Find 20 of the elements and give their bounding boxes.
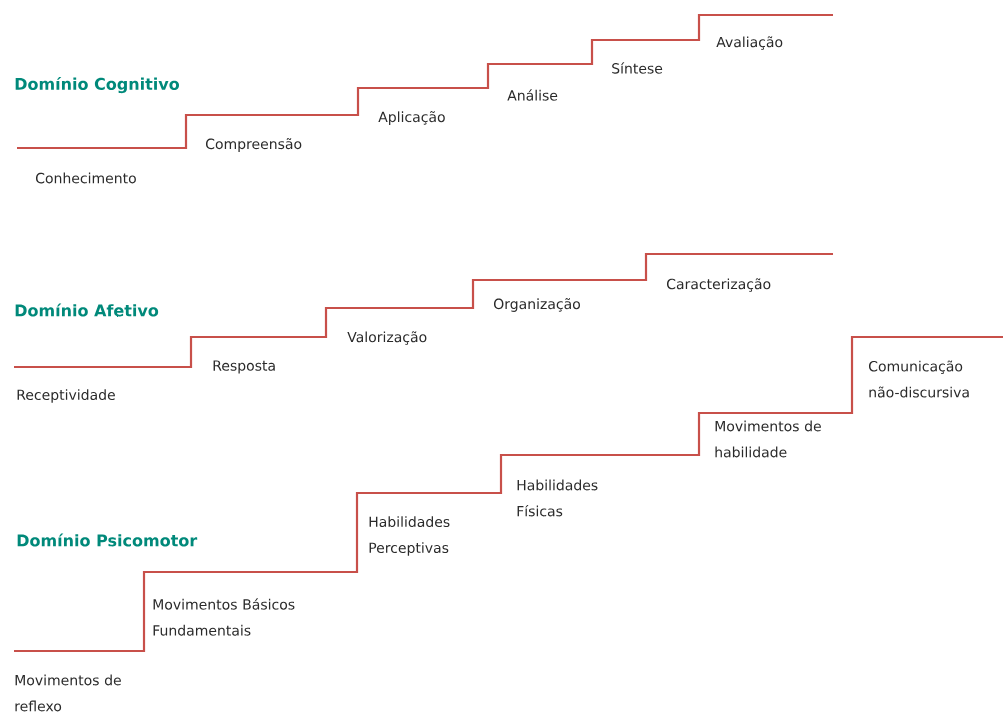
step-label: Movimentos de reflexo <box>15 674 121 712</box>
step-label: Compreensão <box>206 138 302 152</box>
step-label: Comunicação não-discursiva <box>869 360 969 398</box>
step-label: Caracterização <box>667 278 771 292</box>
step-label: Avaliação <box>716 36 783 50</box>
step-label: Valorização <box>347 331 427 345</box>
domain-title: Domínio Afetivo <box>15 303 159 317</box>
step-label: Conhecimento <box>36 172 136 184</box>
step-label: Aplicação <box>378 111 445 125</box>
step-label: Organização <box>494 298 580 312</box>
domain-title: Domínio Cognitivo <box>15 76 179 94</box>
step-label: Movimentos de habilidade <box>715 420 821 458</box>
step-label: Habilidades Perceptivas <box>369 516 450 556</box>
step-label: Síntese <box>612 62 663 74</box>
step-label: Resposta <box>213 360 275 374</box>
step-label: Receptividade <box>17 389 115 403</box>
step-label: Habilidades Físicas <box>517 479 598 517</box>
domain-title: Domínio Psicomotor <box>17 533 198 547</box>
step-label: Movimentos Básicos Fundamentais <box>153 598 295 636</box>
step-label: Análise <box>507 89 558 101</box>
